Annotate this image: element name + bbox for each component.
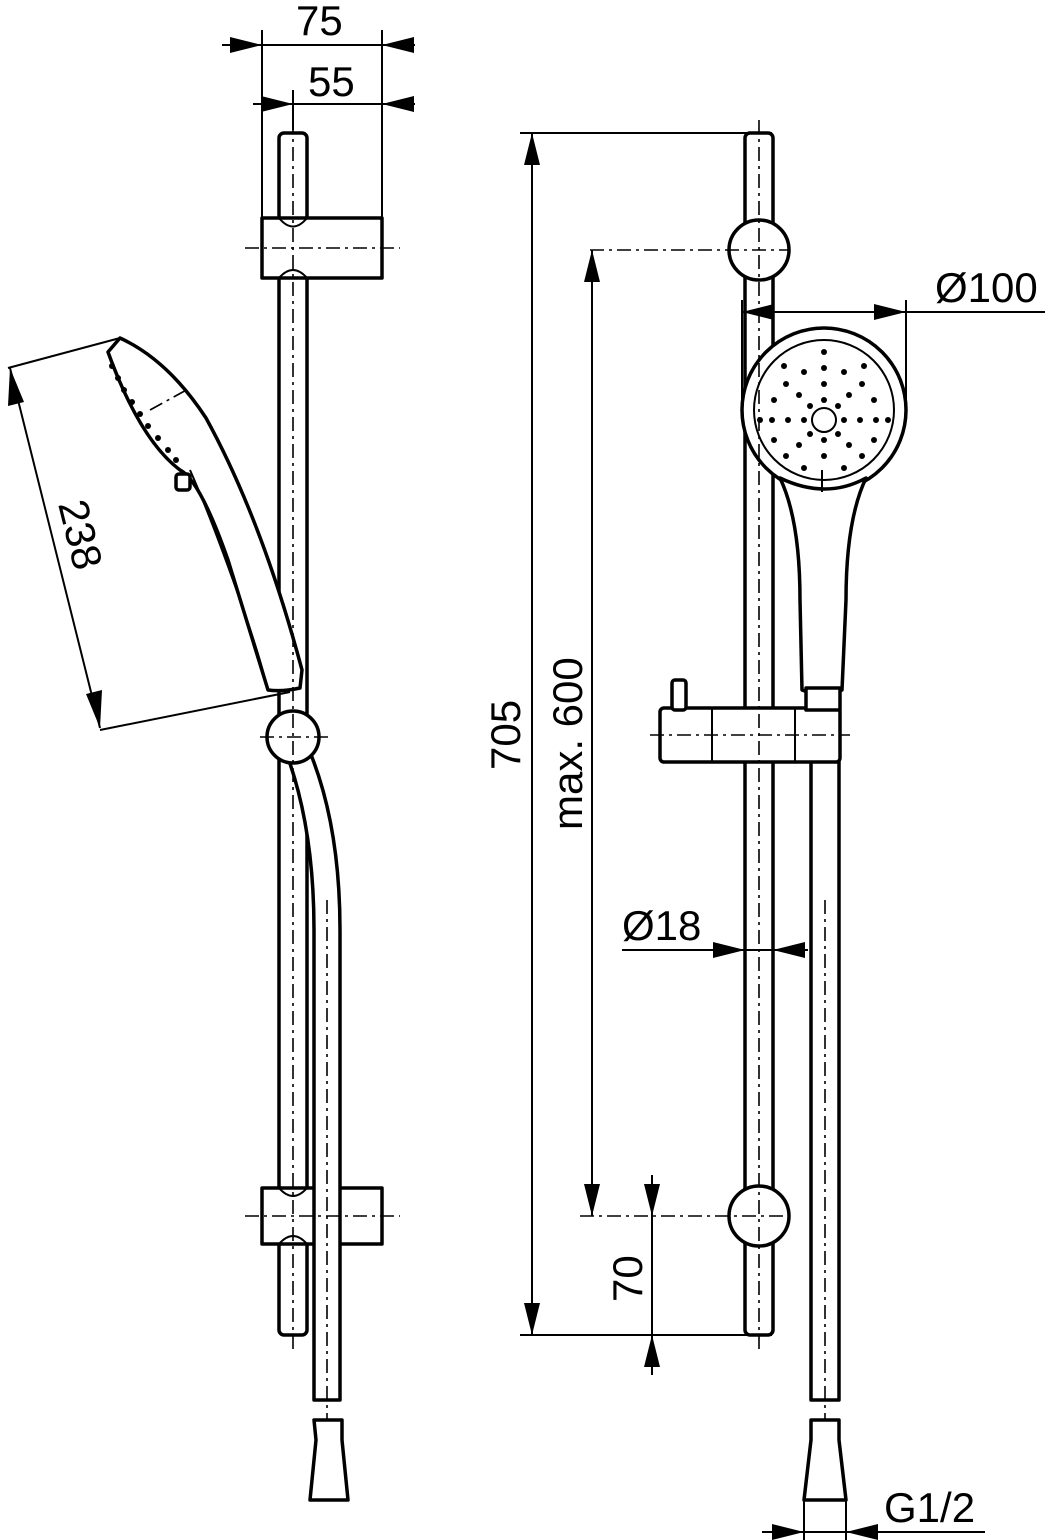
dim-100-label: Ø100 <box>935 264 1038 311</box>
front-nozzles <box>757 349 891 471</box>
dim-18: Ø18 <box>622 902 808 958</box>
dim-75-label: 75 <box>296 0 343 44</box>
side-nozzles <box>109 363 179 463</box>
front-view <box>580 120 908 1502</box>
dim-600: max. 600 <box>544 250 600 1216</box>
dim-70-label: 70 <box>604 1255 651 1302</box>
front-handle <box>778 476 868 696</box>
dim-705-label: 705 <box>482 700 529 770</box>
front-hose-nut <box>802 1418 848 1502</box>
dim-600-label: max. 600 <box>544 657 591 830</box>
dim-18-label: Ø18 <box>622 902 701 949</box>
dim-thread-label: G1/2 <box>884 1484 975 1531</box>
side-handshower <box>106 336 304 693</box>
dim-thread: G1/2 <box>762 1484 985 1540</box>
dim-100: Ø100 <box>741 264 1045 410</box>
side-view <box>106 120 400 1502</box>
dim-55-label: 55 <box>308 58 355 105</box>
dim-width: 75 55 <box>222 0 415 218</box>
dim-70: 70 <box>604 1175 660 1375</box>
dim-705: 705 <box>482 132 772 1336</box>
side-hose-nut <box>308 1418 350 1502</box>
